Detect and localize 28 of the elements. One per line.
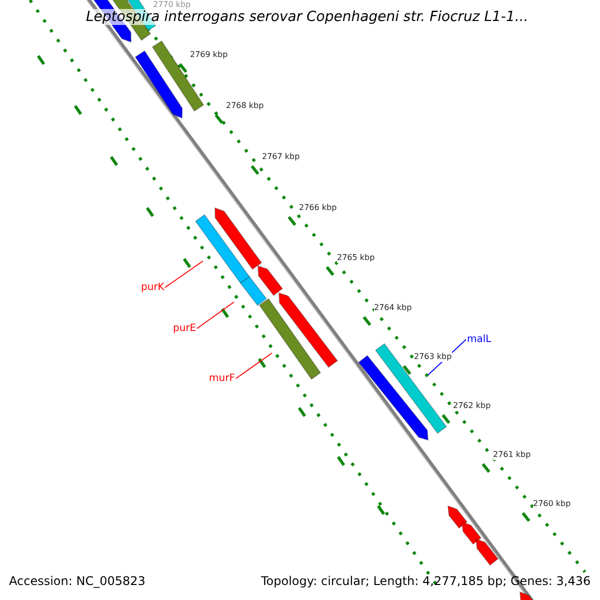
tick-label: 2764 kbp bbox=[374, 303, 412, 313]
leader-line bbox=[196, 302, 234, 329]
gene-feature bbox=[447, 505, 468, 529]
tick-label: 2763 kbp bbox=[414, 352, 452, 362]
gene-label: purE bbox=[173, 323, 196, 334]
gene-feature bbox=[461, 521, 482, 545]
gene-feature bbox=[194, 214, 250, 284]
gene-feature bbox=[278, 292, 338, 368]
gene-label: murF bbox=[209, 373, 235, 384]
tick-label: 2767 kbp bbox=[262, 152, 300, 162]
gene-feature bbox=[240, 276, 268, 306]
tick-label: 2765 kbp bbox=[337, 253, 375, 263]
leader-line bbox=[164, 260, 204, 288]
gene-feature bbox=[475, 538, 499, 566]
gene-feature bbox=[257, 265, 284, 296]
gene-feature bbox=[134, 50, 183, 119]
gene-label: purK bbox=[141, 282, 164, 293]
gene-feature bbox=[214, 207, 262, 270]
tick-label: 2760 kbp bbox=[533, 499, 571, 509]
tick-label: 2766 kbp bbox=[299, 203, 337, 213]
tick-label: 2769 kbp bbox=[190, 50, 228, 60]
gene-label: malL bbox=[467, 334, 492, 345]
leader-line bbox=[236, 352, 272, 379]
tick-label: 2761 kbp bbox=[493, 450, 531, 460]
tick-label: 2768 kbp bbox=[226, 101, 264, 111]
accession-text: Accession: NC_005823 bbox=[9, 574, 146, 588]
genome-summary-text: Topology: circular; Length: 4,277,185 bp; Genes: 3,436 bbox=[261, 574, 591, 588]
gene-feature bbox=[258, 298, 322, 380]
